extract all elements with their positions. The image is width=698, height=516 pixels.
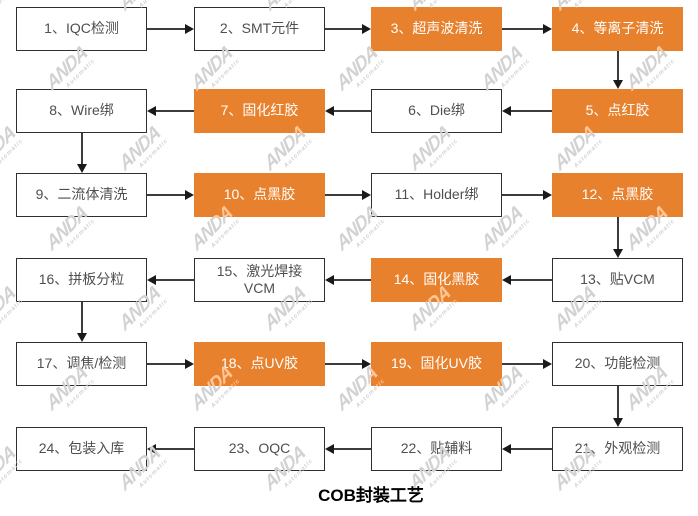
flow-step-9: 9、二流体清洗 xyxy=(16,173,147,217)
watermark-subtext: Automatic xyxy=(210,217,242,250)
flow-arrowhead-right xyxy=(185,24,194,34)
flow-step-1: 1、IQC检测 xyxy=(16,7,147,51)
flow-arrowhead-right xyxy=(362,24,371,34)
flow-step-12: 12、点黑胶 xyxy=(552,173,683,217)
flow-arrow-line xyxy=(325,363,363,365)
flow-arrowhead-right xyxy=(362,359,371,369)
flow-arrowhead-left xyxy=(502,275,511,285)
watermark-subtext: Automatic xyxy=(138,297,170,330)
flow-arrow-line xyxy=(155,279,194,281)
watermark-subtext: Automatic xyxy=(355,217,387,250)
diagram-title: COB封装工艺 xyxy=(318,486,424,505)
flow-arrow-line xyxy=(80,302,83,334)
flow-arrowhead-down xyxy=(612,80,623,89)
flow-step-3: 3、超声波清洗 xyxy=(371,7,502,51)
flow-arrow-line xyxy=(616,217,619,250)
flow-arrow-line xyxy=(80,133,83,165)
flow-arrowhead-right xyxy=(543,190,552,200)
watermark-subtext: Automatic xyxy=(65,217,97,250)
flow-arrowhead-down xyxy=(76,164,87,173)
flow-arrowhead-right xyxy=(362,190,371,200)
flow-step-23: 23、OQC xyxy=(194,427,325,471)
flow-arrowhead-left xyxy=(325,275,334,285)
flow-arrow-line xyxy=(510,448,552,450)
flow-arrow-line xyxy=(147,28,186,30)
flow-step-20: 20、功能检测 xyxy=(552,342,683,386)
watermark-subtext: Automatic xyxy=(0,297,25,330)
watermark-subtext: Automatic xyxy=(573,297,605,330)
flow-step-6: 6、Die绑 xyxy=(371,89,502,133)
flow-arrow-line xyxy=(616,386,619,419)
flow-arrowhead-left xyxy=(325,106,334,116)
watermark-subtext: Automatic xyxy=(283,297,315,330)
flow-arrowhead-right xyxy=(543,359,552,369)
flow-arrowhead-right xyxy=(543,24,552,34)
flow-step-7: 7、固化红胶 xyxy=(194,89,325,133)
flow-arrowhead-left xyxy=(325,444,334,454)
flow-step-16: 16、拼板分粒 xyxy=(16,258,147,302)
flow-arrow-line xyxy=(502,28,544,30)
watermark-subtext: Automatic xyxy=(645,217,677,250)
flow-step-10: 10、点黑胶 xyxy=(194,173,325,217)
flow-step-2: 2、SMT元件 xyxy=(194,7,325,51)
flow-arrowhead-left xyxy=(147,275,156,285)
watermark-subtext: Automatic xyxy=(428,297,460,330)
flow-step-15: 15、激光焊接 VCM xyxy=(194,258,325,302)
flow-step-24: 24、包装入库 xyxy=(16,427,147,471)
flow-step-8: 8、Wire绑 xyxy=(16,89,147,133)
flow-arrow-line xyxy=(333,110,371,112)
flow-arrow-line xyxy=(510,110,552,112)
flow-arrow-line xyxy=(502,363,544,365)
flow-step-18: 18、点UV胶 xyxy=(194,342,325,386)
flow-arrow-line xyxy=(333,279,371,281)
flow-step-19: 19、固化UV胶 xyxy=(371,342,502,386)
watermark-subtext: Automatic xyxy=(500,217,532,250)
flow-arrowhead-right xyxy=(185,190,194,200)
flow-arrow-line xyxy=(155,448,194,450)
flow-arrowhead-left xyxy=(502,106,511,116)
flow-step-4: 4、等离子清洗 xyxy=(552,7,683,51)
flow-arrowhead-down xyxy=(612,418,623,427)
flow-arrow-line xyxy=(510,279,552,281)
flow-step-11: 11、Holder绑 xyxy=(371,173,502,217)
flow-step-13: 13、贴VCM xyxy=(552,258,683,302)
flow-arrow-line xyxy=(147,363,186,365)
flow-arrow-line xyxy=(502,194,544,196)
flow-arrowhead-left xyxy=(502,444,511,454)
flow-step-5: 5、点红胶 xyxy=(552,89,683,133)
flow-arrow-line xyxy=(325,28,363,30)
flow-arrow-line xyxy=(616,51,619,81)
flow-step-22: 22、贴辅料 xyxy=(371,427,502,471)
flow-arrow-line xyxy=(147,194,186,196)
flow-arrowhead-down xyxy=(612,249,623,258)
flow-step-21: 21、外观检测 xyxy=(552,427,683,471)
flow-arrowhead-down xyxy=(76,333,87,342)
flow-arrow-line xyxy=(325,194,363,196)
flow-arrowhead-left xyxy=(147,106,156,116)
flow-step-14: 14、固化黑胶 xyxy=(371,258,502,302)
flow-arrow-line xyxy=(333,448,371,450)
flow-arrow-line xyxy=(155,110,194,112)
flow-arrowhead-right xyxy=(185,359,194,369)
flow-step-17: 17、调焦/检测 xyxy=(16,342,147,386)
flow-arrowhead-left xyxy=(147,444,156,454)
